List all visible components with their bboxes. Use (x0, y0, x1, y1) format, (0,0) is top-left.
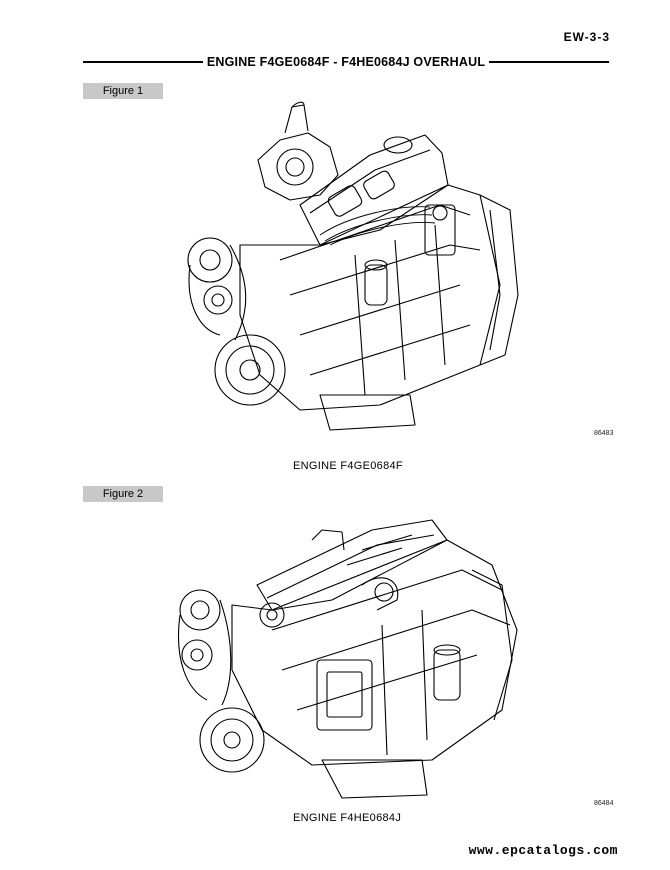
section-title: ENGINE F4GE0684F - F4HE0684J OVERHAUL (206, 55, 486, 69)
flywheel-housing-shape (479, 194, 519, 366)
section-title-bar: ENGINE F4GE0684F - F4HE0684J OVERHAUL (83, 54, 610, 70)
engine-block-shape (239, 184, 501, 431)
engine-f4ge0684f-drawing (187, 101, 519, 431)
figure-2-caption: ENGINE F4HE0684J (293, 812, 402, 824)
engine-block-shape-2 (231, 539, 518, 799)
fuel-filter-shape-2 (433, 569, 513, 721)
cylinder-head-shape (299, 134, 449, 246)
figure-2-ref-number: 86484 (594, 800, 614, 807)
fuel-lines-shape (319, 206, 436, 246)
turbocharger-shape (257, 101, 339, 201)
watermark-text: www.epcatalogs.com (468, 843, 618, 858)
title-rule-right (489, 61, 610, 63)
intake-manifold-shape (311, 529, 399, 611)
pulley-belt-shape-2 (177, 589, 265, 773)
page-reference: EW-3-3 (563, 30, 610, 44)
rocker-cover-shape (256, 519, 448, 628)
engine-f4he0684j-drawing (177, 519, 518, 799)
figure-2-label: Figure 2 (83, 486, 163, 502)
title-rule-left (83, 61, 203, 63)
figure-1-ref-number: 86483 (594, 430, 614, 437)
fuel-pump-shape (364, 204, 456, 306)
figure-1-label: Figure 1 (83, 83, 163, 99)
pulley-belt-shape (187, 237, 286, 406)
figure-1-caption: ENGINE F4GE0684F (293, 460, 403, 472)
